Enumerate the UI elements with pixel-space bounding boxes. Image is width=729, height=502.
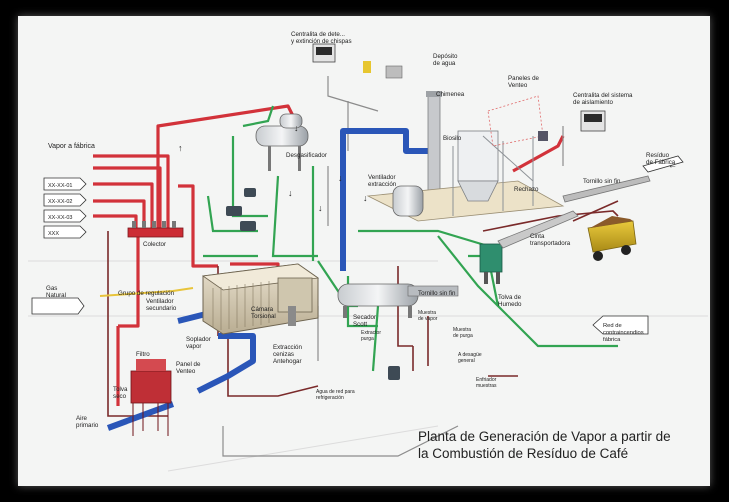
- label-agua-refrigeracion-2: refrigeración: [316, 395, 344, 401]
- label-filtro: Filtro: [136, 351, 150, 358]
- label-enfriador-muestras-1: Enfriador: [476, 377, 497, 383]
- label-extractor-purga-1: Extractor: [361, 330, 381, 336]
- label-grupo-regulacion: Grupo de regulación: [118, 290, 175, 297]
- bag-filter: [130, 359, 172, 436]
- arrow-label-1: XX-XX-01: [48, 183, 72, 189]
- svg-text:←: ←: [668, 160, 677, 170]
- label-secador-scott-1: Secador: [353, 314, 376, 321]
- label-desgasificador: Desgasificador: [286, 152, 327, 159]
- floor-grid: [28, 260, 708, 472]
- label-rechazo: Rechazo: [514, 186, 539, 193]
- waste-skip: [587, 216, 637, 261]
- label-residuo-fabrica-2: de Fábrica: [646, 159, 676, 166]
- label-camara-torsional-1: Cámara: [251, 306, 274, 313]
- flow-markers: ↑ ↓ ↓ ↓ ↓ ↓ ←: [178, 123, 677, 213]
- chimney: [426, 91, 442, 195]
- label-tornillo-sin-fin-2: Tornillo sin fin: [583, 178, 621, 185]
- label-extraccion-cenizas-2: cenizas: [273, 351, 294, 358]
- caption-line-1: Planta de Generación de Vapor a partir d…: [418, 429, 671, 444]
- label-tolva-humedo-2: Humedo: [498, 301, 522, 308]
- label-biosilo: Biosilo: [443, 135, 462, 142]
- label-deposito-agua-1: Depósito: [433, 53, 458, 60]
- label-a-desague-2: general: [458, 358, 475, 364]
- label-paneles-venteo-1: Paneles de: [508, 75, 540, 82]
- input-arrow-labels: XX-XX-01 XX-XX-02 XX-XX-03 XXX: [48, 183, 72, 237]
- label-aire-primario-2: primario: [76, 422, 99, 429]
- label-cinta-transportadora-2: transportadora: [530, 240, 571, 247]
- label-aire-primario-1: Aire: [76, 415, 88, 422]
- caption-line-2: la Combustión de Resíduo de Café: [418, 446, 629, 461]
- label-residuo-fabrica-1: Resíduo: [646, 152, 670, 159]
- label-muestra-purga-2: de purga: [453, 333, 473, 339]
- gas-line: [99, 287, 194, 297]
- label-secador-scott-2: Scott: [353, 321, 367, 328]
- belt-conveyor: [497, 175, 651, 249]
- label-colector: Colector: [143, 241, 166, 248]
- label-centralita-chispas-2: y extinción de chispas: [291, 38, 352, 45]
- pumps: [226, 188, 400, 380]
- label-centralita-aislamiento-1: Centralita del sistema: [573, 92, 633, 99]
- label-red-contraincendios-2: contraincendios: [603, 330, 644, 336]
- svg-text:↓: ↓: [288, 188, 293, 198]
- label-centralita-chispas-1: Centralita de dete...: [291, 31, 345, 38]
- label-chimenea: Chimenea: [436, 91, 465, 98]
- svg-text:↓: ↓: [338, 173, 343, 183]
- scott-dryer: [337, 283, 459, 318]
- label-extraccion-cenizas-1: Extracción: [273, 344, 302, 351]
- label-red-contraincendios-3: fábrica: [603, 337, 621, 343]
- label-ventilador-extraccion-1: Ventilador: [368, 174, 396, 181]
- label-cinta-transportadora-1: Cinta: [530, 233, 545, 240]
- label-extractor-purga-2: purga: [361, 336, 374, 342]
- input-arrows: [31, 155, 684, 335]
- control-panels: [312, 43, 606, 141]
- diagram-panel: XX-XX-01 XX-XX-02 XX-XX-03 XXX ↑ ↓ ↓ ↓ ↓…: [18, 16, 710, 486]
- label-ventilador-secundario-1: Ventilador: [146, 298, 174, 305]
- label-deposito-agua-2: de agua: [433, 60, 456, 67]
- collector: [127, 221, 184, 238]
- label-agua-refrigeracion-1: Agua de red para: [316, 389, 355, 395]
- label-centralita-aislamiento-2: de aislamiento: [573, 99, 613, 106]
- svg-text:↓: ↓: [294, 123, 299, 133]
- label-extraccion-cenizas-3: Antehogar: [273, 358, 302, 365]
- label-ventilador-secundario-2: secundario: [146, 305, 177, 312]
- label-red-contraincendios-1: Red de: [603, 323, 622, 329]
- diagram-caption: Planta de Generación de Vapor a partir d…: [418, 428, 708, 462]
- label-enfriador-muestras-2: muestras: [476, 383, 497, 389]
- arrow-label-3: XX-XX-03: [48, 215, 72, 221]
- arrow-label-2: XX-XX-02: [48, 199, 72, 205]
- boiler: [201, 263, 320, 335]
- label-panel-venteo-1: Panel de: [176, 361, 201, 368]
- label-a-desague-1: A desagüe: [458, 352, 482, 358]
- label-vapor-fabrica: Vapor a fábrica: [48, 143, 95, 150]
- label-muestra-vapor-2: de vapor: [418, 316, 438, 322]
- label-tolva-seco-2: seco: [113, 393, 127, 400]
- arrow-label-4: XXX: [48, 231, 59, 237]
- label-gas-natural-2: Natural: [46, 292, 66, 299]
- label-muestra-purga-1: Muestra: [453, 327, 471, 333]
- label-panel-venteo-2: Venteo: [176, 368, 196, 375]
- label-soplador-vapor-1: Soplador: [186, 336, 211, 343]
- label-tolva-humedo-1: Tolva de: [498, 294, 522, 301]
- svg-text:↑: ↑: [178, 143, 183, 153]
- biosilo-platform: [366, 95, 565, 222]
- plant-diagram: XX-XX-01 XX-XX-02 XX-XX-03 XXX ↑ ↓ ↓ ↓ ↓…: [28, 31, 708, 472]
- label-ventilador-extraccion-2: extracción: [368, 181, 397, 188]
- label-paneles-venteo-2: Venteo: [508, 82, 528, 89]
- label-camara-torsional-2: Torsional: [251, 313, 276, 320]
- steam-pipes: [93, 104, 565, 406]
- wet-hopper: [479, 243, 503, 284]
- svg-text:↓: ↓: [318, 203, 323, 213]
- deaerator: [255, 113, 309, 171]
- label-muestra-vapor-1: Muestra: [418, 310, 436, 316]
- label-soplador-vapor-2: vapor: [186, 343, 201, 350]
- label-tolva-seco-1: Tolva: [113, 386, 128, 393]
- svg-text:↓: ↓: [363, 193, 368, 203]
- label-tornillo-sin-fin-1: Tornillo sin fin: [418, 290, 456, 297]
- label-gas-natural-1: Gas: [46, 285, 57, 292]
